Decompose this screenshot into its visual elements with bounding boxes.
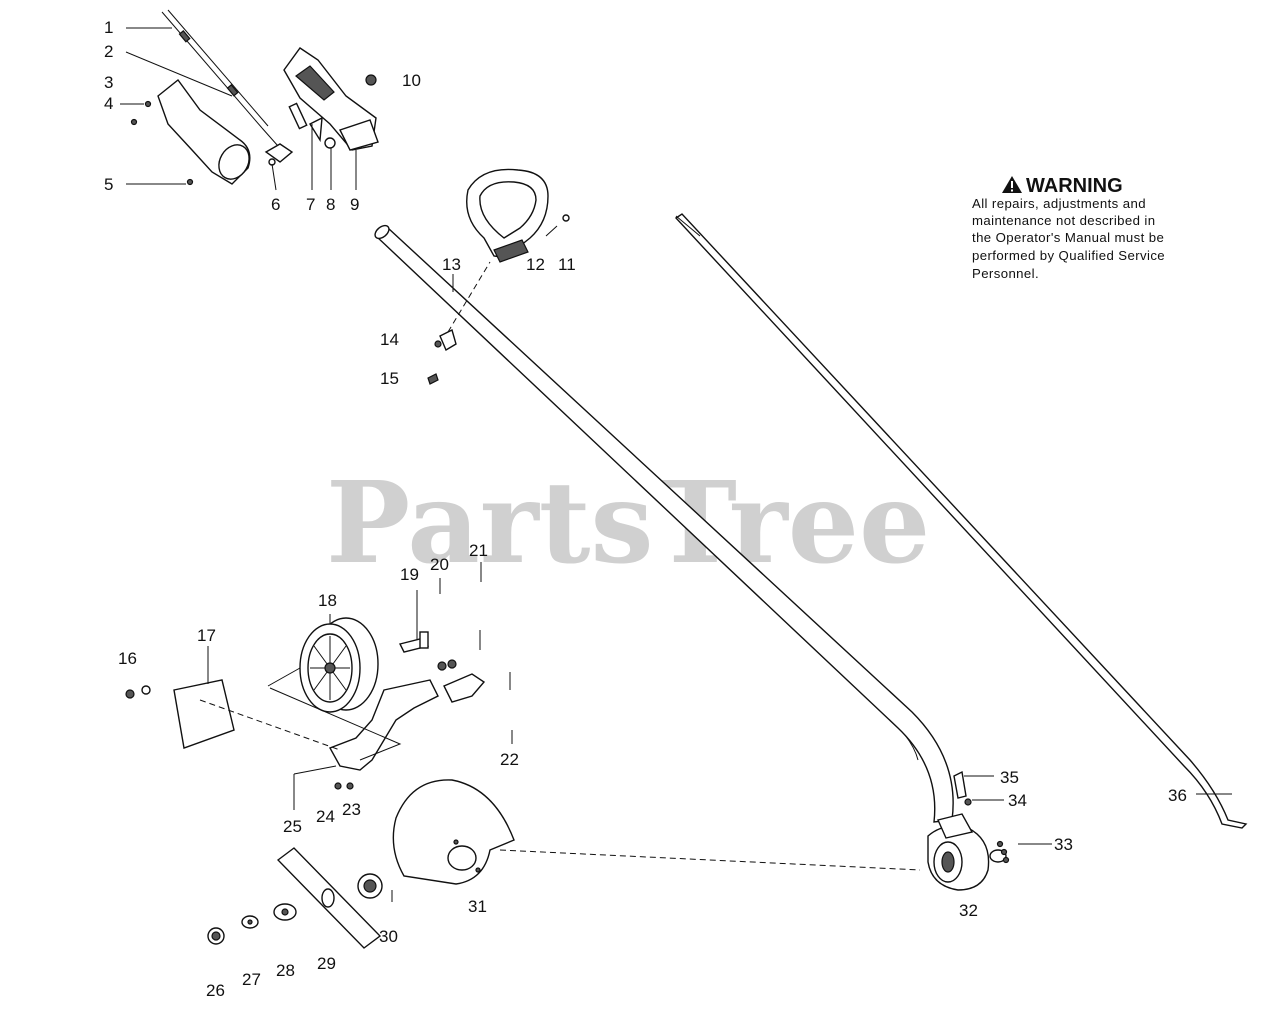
- callout-21: 21: [469, 541, 488, 560]
- callout-1: 1: [104, 18, 113, 37]
- callout-23: 23: [342, 800, 361, 819]
- edger-blade: [207, 847, 383, 949]
- callout-29: 29: [317, 954, 336, 973]
- warning-line-1: All repairs, adjustments and: [972, 196, 1146, 211]
- callout-30: 30: [379, 927, 398, 946]
- callout-19: 19: [400, 565, 419, 584]
- callout-14: 14: [380, 330, 399, 349]
- blade-guard: [392, 779, 921, 885]
- leader-lines: [120, 27, 1232, 902]
- drive-cable: [674, 213, 1248, 829]
- callout-36: 36: [1168, 786, 1187, 805]
- callout-labels: 1 2 3 4 5 6 7 8 9 10 11 12 13 14 15 16 1…: [104, 18, 1187, 1000]
- callout-18: 18: [318, 591, 337, 610]
- axle-bolt: [398, 631, 457, 671]
- callout-20: 20: [430, 555, 449, 574]
- callout-26: 26: [206, 981, 225, 1000]
- callout-17: 17: [197, 626, 216, 645]
- callout-34: 34: [1008, 791, 1027, 810]
- warning-line-4: performed by Qualified Service: [972, 248, 1165, 263]
- callout-31: 31: [468, 897, 487, 916]
- gear-head: [927, 770, 1010, 891]
- assist-handle: [466, 168, 570, 263]
- callout-8: 8: [326, 195, 335, 214]
- callout-12: 12: [526, 255, 545, 274]
- warning-line-2: maintenance not described in: [972, 213, 1155, 228]
- wheel-bracket: [328, 672, 511, 790]
- callout-3: 3: [104, 73, 113, 92]
- callout-24: 24: [316, 807, 335, 826]
- housing-cover: [130, 78, 294, 186]
- edger-wheel: [299, 617, 379, 713]
- callout-10: 10: [402, 71, 421, 90]
- warning-title: WARNING: [1026, 175, 1123, 197]
- callout-7: 7: [306, 195, 315, 214]
- warning-line-3: the Operator's Manual must be: [972, 230, 1164, 245]
- callout-13: 13: [442, 255, 461, 274]
- callout-11: 11: [558, 255, 576, 274]
- callout-22: 22: [500, 750, 519, 769]
- callout-16: 16: [118, 649, 137, 668]
- callout-27: 27: [242, 970, 261, 989]
- warning-triangle-icon: [1002, 176, 1022, 193]
- callout-4: 4: [104, 94, 113, 113]
- callout-28: 28: [276, 961, 295, 980]
- throttle-handle: [283, 47, 379, 151]
- callout-35: 35: [1000, 768, 1019, 787]
- callout-5: 5: [104, 175, 113, 194]
- callout-33: 33: [1054, 835, 1073, 854]
- warning-block: WARNING All repairs, adjustments and mai…: [972, 175, 1165, 281]
- warning-line-5: Personnel.: [972, 266, 1039, 281]
- callout-6: 6: [271, 195, 280, 214]
- edge-guard: [125, 679, 341, 751]
- throttle-cable: [161, 9, 279, 147]
- callout-2: 2: [104, 42, 113, 61]
- callout-25: 25: [283, 817, 302, 836]
- callout-9: 9: [350, 195, 359, 214]
- handle-clamp: [427, 261, 491, 385]
- watermark-text: PartsTree: [326, 458, 930, 589]
- callout-32: 32: [959, 901, 978, 920]
- callout-15: 15: [380, 369, 399, 388]
